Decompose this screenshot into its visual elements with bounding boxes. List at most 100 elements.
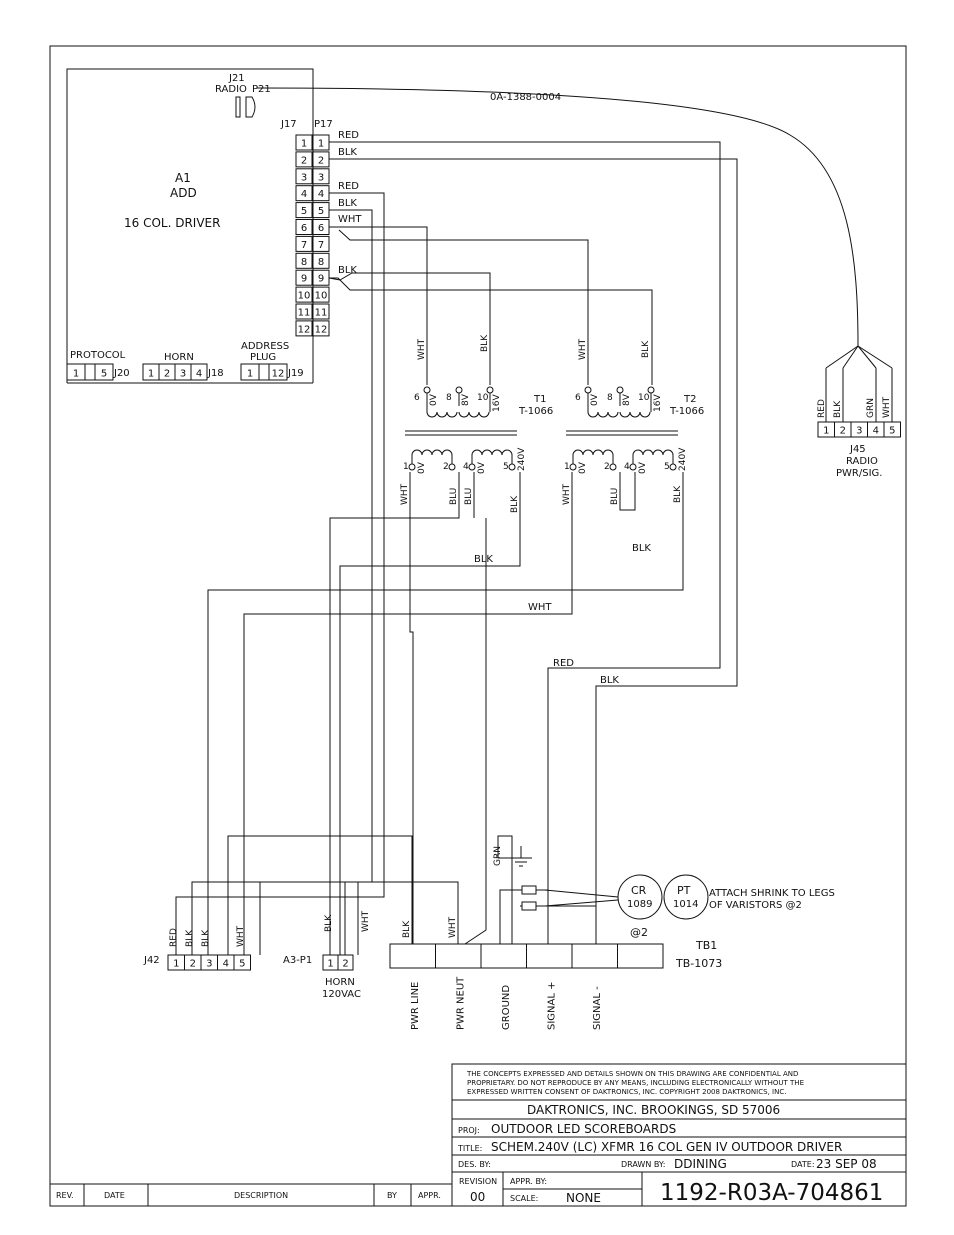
t2-sec-pin-6: 6 (575, 393, 581, 403)
pt-1014 (663, 874, 709, 920)
horn-label: HORN (325, 977, 355, 988)
varistors: CR 1089 PT 1014 @2 ATTACH SHRINK TO LEGS… (617, 874, 835, 939)
tb1-cell-1 (389, 943, 436, 969)
p17-pin-1: 1 (312, 134, 330, 151)
t1-sec-pin-8: 8 (446, 393, 452, 403)
t2-pri-pin-2: 2 (604, 462, 610, 472)
p17-pin-5: 5 (312, 202, 330, 219)
j17-pin-11-label: 11 (298, 308, 311, 319)
t2-sec-pin-10: 10 (638, 393, 650, 403)
j18-pin-3-label: 3 (180, 369, 186, 380)
protocol-label: PROTOCOL (70, 350, 126, 361)
title-label: TITLE: (457, 1144, 482, 1153)
j18-pin-4: 4 (190, 363, 208, 381)
des-label: DES. BY: (458, 1160, 491, 1169)
radio-cable (256, 87, 859, 347)
plug-label: PLUG (250, 352, 276, 363)
j45-radio: RADIO (846, 456, 878, 467)
t2-p2-blu: BLU (610, 488, 620, 505)
p17-pin-2: 2 (312, 151, 330, 168)
t1-sec-pin-10: 10 (477, 393, 489, 403)
j42-pin-5-label: 5 (239, 959, 245, 970)
varistor-note2: OF VARISTORS @2 (709, 900, 802, 911)
tb-wht: WHT (448, 916, 458, 938)
p17-pin-1-label: 1 (318, 139, 324, 150)
j17-pin-10-label: 10 (298, 291, 311, 302)
p17-4-red: RED (338, 181, 359, 192)
j42-pin-4-label: 4 (223, 959, 229, 970)
varistor-note1: ATTACH SHRINK TO LEGS (709, 888, 835, 899)
j20-pin-1: 1 (66, 363, 86, 381)
t1-sec-pin-6: 6 (414, 393, 420, 403)
t1-sec-v-0: 0V (429, 393, 439, 406)
date-label: DATE: (791, 1160, 815, 1169)
j45-pin-4-label: 4 (873, 426, 879, 437)
p17-pin-6: 6 (312, 219, 330, 235)
p17-pin-11-label: 11 (315, 308, 328, 319)
j19-pin-12: 12 (268, 363, 288, 381)
t1-pri-pin-5: 5 (503, 462, 509, 472)
project: OUTDOOR LED SCOREBOARDS (491, 1122, 676, 1136)
p17-pin-2-label: 2 (318, 155, 324, 166)
t2-wht: WHT (578, 338, 588, 360)
j45-pin-1-label: 1 (823, 426, 829, 437)
j18-pin-2: 2 (158, 363, 176, 381)
date-header: DATE (104, 1191, 125, 1200)
j42-pin-2-label: 2 (190, 959, 196, 970)
p17-pin-5-label: 5 (318, 206, 324, 217)
j17-pin-6: 6 (295, 219, 313, 235)
j45-blk: BLK (833, 400, 843, 418)
j17-pin-3: 3 (295, 168, 313, 185)
tb1-cell-2 (435, 943, 482, 969)
tb1-cell-5 (571, 943, 618, 969)
j45-pin-2: 2 (834, 421, 852, 438)
j45-pwrsig: PWR/SIG. (836, 468, 882, 479)
t2-sec-pin-8: 8 (607, 393, 613, 403)
j21-label: J21 (228, 73, 245, 84)
cr-1089 (617, 874, 663, 920)
by-header: BY (387, 1191, 397, 1200)
j17-pin-6-label: 6 (301, 223, 307, 234)
p17-pin-9-label: 9 (318, 274, 324, 285)
notice-1: THE CONCEPTS EXPRESSED AND DETAILS SHOWN… (466, 1070, 798, 1078)
appr-header: APPR. (418, 1191, 441, 1200)
horn-wht: WHT (361, 910, 371, 932)
j45-name: J45 (849, 444, 866, 455)
horn-pin-1: 1 (322, 954, 339, 971)
j19-pin-1: 1 (240, 363, 260, 381)
j42-blk1: BLK (185, 929, 195, 947)
j42-pin-1-label: 1 (173, 959, 179, 970)
p17-pin-10: 10 (312, 286, 330, 303)
t1-pri-v-2: 240V (517, 447, 527, 471)
j18-pin-4-label: 4 (196, 369, 202, 380)
tb1-term-2: PWR NEUT (456, 976, 467, 1030)
p17-5-blk: BLK (338, 198, 357, 209)
tb1-term-5: SIGNAL - (592, 986, 603, 1030)
tb-blk: BLK (402, 920, 412, 938)
blk-wire-b: BLK (632, 543, 651, 554)
tb1-term-1: PWR LINE (410, 982, 421, 1030)
revision-label: REVISION (459, 1177, 497, 1186)
j17-pin-1-label: 1 (301, 139, 307, 150)
horn-voltage: 120VAC (322, 989, 361, 1000)
t1-wht: WHT (417, 338, 427, 360)
p17-pin-12: 12 (312, 320, 330, 337)
p17-pin-3-label: 3 (318, 172, 324, 183)
j17-pin-10: 10 (295, 286, 313, 303)
j45-pin-2-label: 2 (840, 426, 846, 437)
j18-pin-1-label: 1 (148, 369, 154, 380)
p17-label: P17 (314, 119, 333, 130)
p17-pin-6-label: 6 (318, 223, 324, 234)
horn-pin-2: 2 (337, 954, 354, 971)
j17-pin-8-label: 8 (301, 257, 307, 268)
wht-wire: WHT (528, 602, 552, 613)
j42-pin-5: 5 (233, 954, 251, 971)
notice-2: PROPRIETARY. DO NOT REPRODUCE BY ANY MEA… (467, 1079, 804, 1087)
notice-3: EXPRESSED WRITTEN CONSENT OF DAKTRONICS,… (467, 1088, 786, 1096)
j17-label: J17 (280, 119, 297, 130)
title-block: THE CONCEPTS EXPRESSED AND DETAILS SHOWN… (50, 1063, 907, 1207)
radio-label: RADIO (215, 84, 247, 95)
j18-pin-2-label: 2 (164, 369, 170, 380)
wiring (175, 141, 738, 955)
